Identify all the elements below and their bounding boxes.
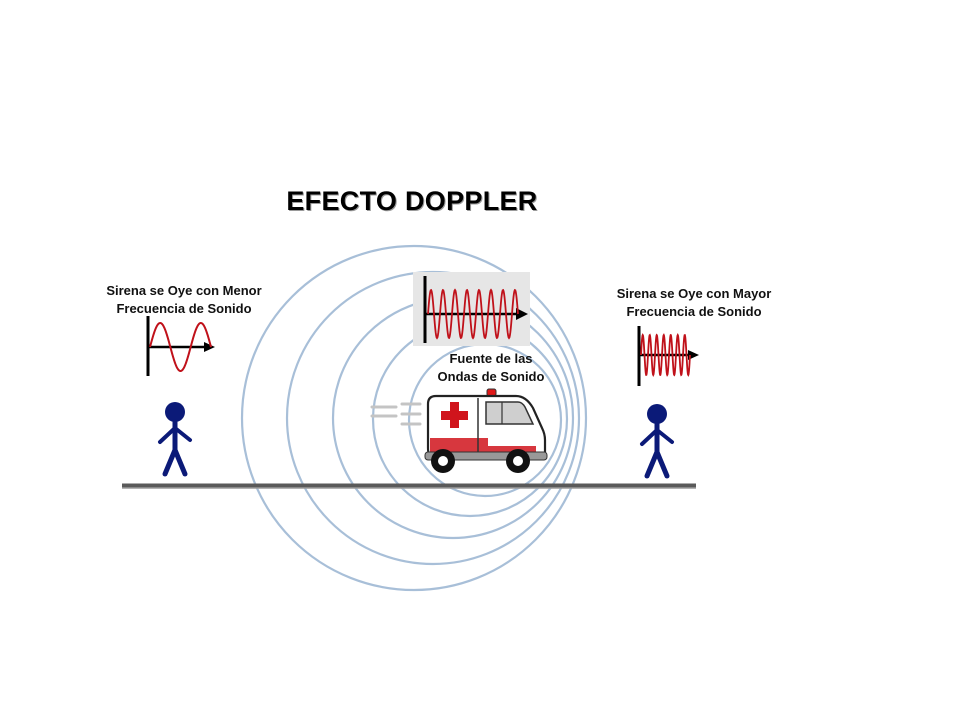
wavefront-1 [240,244,588,592]
listener-left-label-line1: Sirena se Oye con Menor [106,283,262,298]
diagram-title: EFECTO DOPPLER [286,186,538,216]
source-label-line2: Ondas de Sonido [437,369,545,384]
source-wave-panel [413,272,530,346]
listener-left-label: Sirena se Oye con Menor Frecuencia de So… [84,282,284,318]
motion-lines-icon [370,402,422,426]
listener-left-label-line2: Frecuencia de Sonido [116,301,252,316]
listener-right-label: Sirena se Oye con Mayor Frecuencia de So… [596,285,792,321]
low-frequency-wave-icon [146,316,215,376]
ground-line [122,483,696,489]
high-frequency-wave-icon [637,326,699,386]
source-label-line1: Fuente de las [449,351,533,366]
listener-right-person [640,404,674,479]
listener-right-label-line1: Sirena se Oye con Mayor [616,286,772,301]
ambulance-icon [370,388,548,473]
listener-left-person [158,402,192,477]
source-label: Fuente de las Ondas de Sonido [420,350,562,386]
listener-right-label-line2: Frecuencia de Sonido [626,304,762,319]
